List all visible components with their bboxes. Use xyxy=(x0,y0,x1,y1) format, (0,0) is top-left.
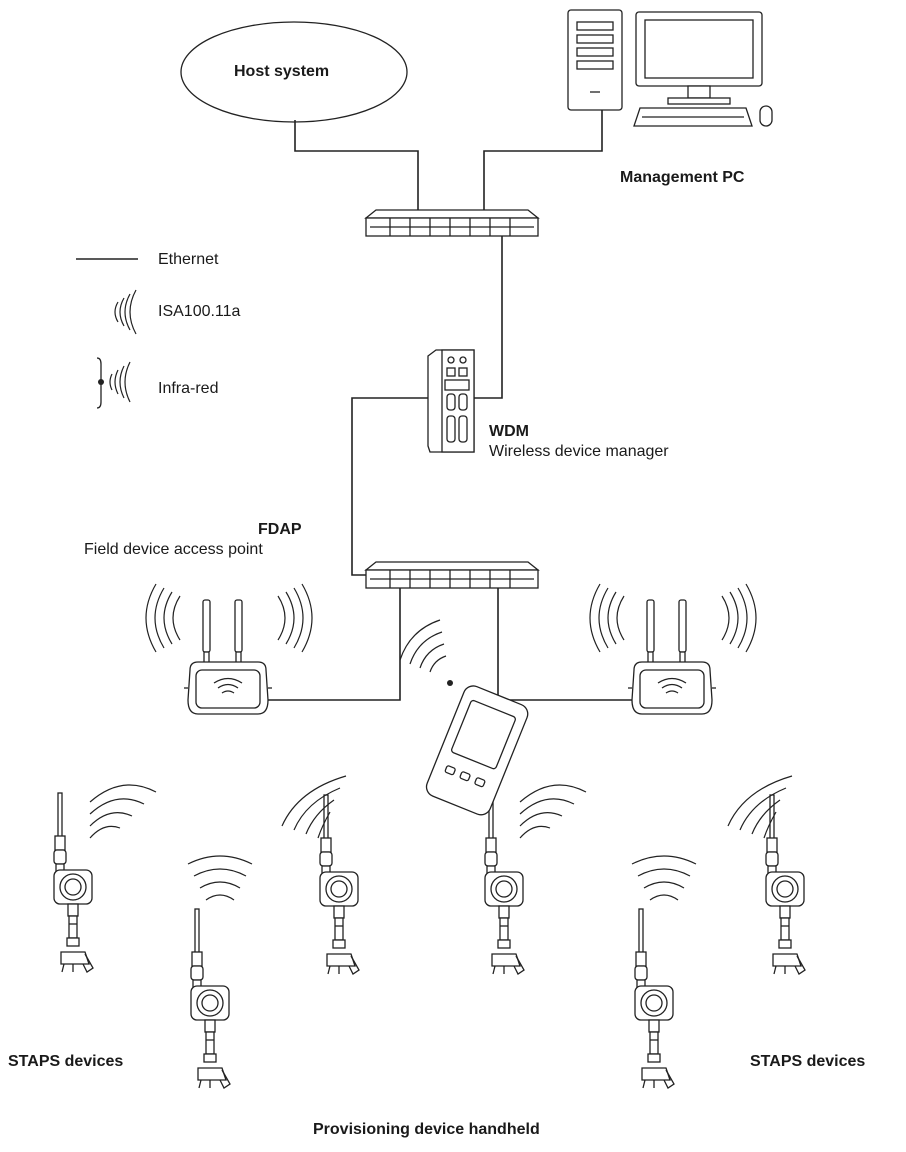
host-system-label: Host system xyxy=(234,63,330,80)
legend-infrared-label: Infra-red xyxy=(158,380,219,397)
handheld-device-icon xyxy=(399,619,529,816)
legend-isa-label: ISA100.11a xyxy=(158,303,241,320)
legend-isa-waves xyxy=(114,289,137,335)
management-pc-icon xyxy=(567,9,773,127)
fdap-device-left xyxy=(183,599,273,715)
staps-device-1 xyxy=(53,792,94,973)
staps-devices-left-label: STAPS devices xyxy=(8,1053,124,1070)
legend-ethernet-label: Ethernet xyxy=(158,251,219,268)
sensor-wireless-waves xyxy=(89,775,793,901)
host-system-ellipse xyxy=(180,21,408,123)
wdm-title: WDM xyxy=(489,423,529,440)
staps-device-3 xyxy=(319,794,360,975)
staps-device-5 xyxy=(634,908,675,1089)
staps-device-4 xyxy=(484,794,525,975)
staps-devices-right-label: STAPS devices xyxy=(750,1053,866,1070)
field-switch xyxy=(365,561,539,589)
fdap-device-right xyxy=(627,599,717,715)
fdap-subtitle: Field device access point xyxy=(84,541,263,558)
staps-device-2 xyxy=(190,908,231,1089)
management-pc-label: Management PC xyxy=(620,169,745,186)
core-switch xyxy=(365,209,539,237)
fdap-title: FDAP xyxy=(258,521,302,538)
handheld-label: Provisioning device handheld xyxy=(313,1121,540,1138)
wdm-device-icon xyxy=(427,349,475,453)
legend-infrared-icon xyxy=(96,357,131,409)
fdap-wireless-waves xyxy=(145,583,757,653)
staps-device-6 xyxy=(765,794,806,975)
wdm-subtitle: Wireless device manager xyxy=(489,443,669,460)
